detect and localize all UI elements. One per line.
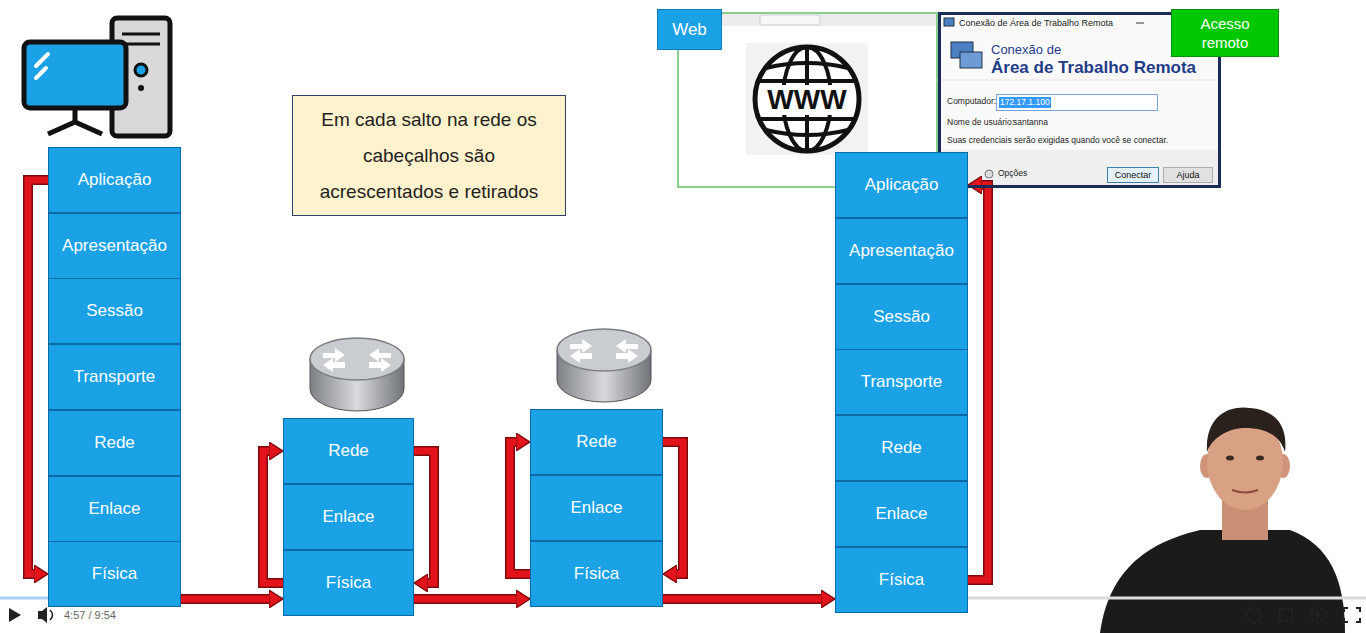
arrow-outline xyxy=(663,442,683,574)
arrow-outline xyxy=(263,451,283,583)
osi-layer-box: Sessão xyxy=(48,278,181,344)
node-text: Conexão de xyxy=(991,42,1061,58)
node-text: Física xyxy=(92,564,137,584)
node-text: Aplicação xyxy=(78,170,152,190)
node-text: Conexão de Área de Trabalho Remota xyxy=(959,18,1113,29)
button: Ajuda xyxy=(1163,167,1213,183)
button: Conectar xyxy=(1107,167,1159,183)
osi-layer-box: Física xyxy=(835,547,968,613)
node-text: 172.17.1.100 xyxy=(999,97,1051,108)
arrow-body xyxy=(968,185,988,580)
flow-arrow xyxy=(663,599,821,600)
arrow-body xyxy=(414,451,434,583)
router-icon xyxy=(310,338,404,411)
tag-label: Acesso remoto xyxy=(1171,9,1279,57)
osi-layer-box: Rede xyxy=(283,418,414,484)
arrow-outline xyxy=(181,594,269,604)
osi-layer-box: Enlace xyxy=(283,484,414,550)
node-text: Transporte xyxy=(74,367,156,387)
node-text: Física xyxy=(326,573,371,593)
arrow-outline xyxy=(663,594,821,604)
note-box: Em cada salto na rede os cabeçalhos são … xyxy=(292,95,566,216)
osi-layer-box: Física xyxy=(48,541,181,607)
osi-layer-box: Transporte xyxy=(835,349,968,415)
node-text: Rede xyxy=(94,433,135,453)
router-icon xyxy=(557,329,651,402)
arrow-outline xyxy=(414,451,434,583)
node-text: Física xyxy=(574,564,619,584)
node-text: Enlace xyxy=(89,499,141,519)
node-text: Aplicação xyxy=(865,175,939,195)
osi-layer-box: Aplicação xyxy=(48,147,181,213)
osi-layer-box: Física xyxy=(283,550,414,616)
flow-arrow xyxy=(968,185,988,580)
osi-layer-box: Física xyxy=(530,541,663,607)
node-text: Apresentação xyxy=(62,236,167,256)
video-controls xyxy=(0,598,1366,623)
arrow-outline xyxy=(968,185,988,580)
input-field: 172.17.1.100 xyxy=(996,94,1158,111)
node-text: Transporte xyxy=(861,372,943,392)
osi-layer-box: Enlace xyxy=(530,475,663,541)
node-text: Sessão xyxy=(873,307,930,327)
arrow-outline xyxy=(510,442,530,574)
arrow-body xyxy=(663,442,683,574)
osi-layer-box: Enlace xyxy=(48,476,181,542)
node-text: Física xyxy=(879,570,924,590)
node-text: Em cada salto na rede os cabeçalhos são … xyxy=(305,102,553,210)
arrow-body xyxy=(510,442,530,574)
tag-label: Web xyxy=(657,9,722,50)
osi-layer-box: Rede xyxy=(530,409,663,475)
flow-arrow xyxy=(663,442,683,574)
arrow-body xyxy=(263,451,283,583)
arrow-outline xyxy=(28,180,48,574)
node-text: Opções xyxy=(998,168,1027,178)
flow-arrow xyxy=(181,599,269,600)
flow-arrow xyxy=(510,442,530,574)
flow-arrow xyxy=(414,451,434,583)
osi-layer-box: Transporte xyxy=(48,344,181,410)
flow-arrow xyxy=(414,599,516,600)
node-text: Web xyxy=(672,20,707,40)
osi-layer-box: Rede xyxy=(835,415,968,481)
node-text: Computador: xyxy=(947,96,996,106)
node-text: Enlace xyxy=(571,498,623,518)
globe-text: WWW xyxy=(764,85,849,115)
node-text: Enlace xyxy=(876,504,928,524)
arrow-body xyxy=(414,596,516,603)
osi-layer-box: Sessão xyxy=(835,284,968,350)
flow-arrow xyxy=(263,451,283,583)
node-text: Nome de usuário: xyxy=(947,117,1014,127)
arrow-body xyxy=(28,180,48,574)
node-text: Suas credenciais serão exigidas quando v… xyxy=(947,135,1168,145)
node-text: Acesso remoto xyxy=(1186,14,1264,53)
node-text: Enlace xyxy=(323,507,375,527)
node-text: Rede xyxy=(328,441,369,461)
arrow-body xyxy=(663,596,821,603)
node-text: Sessão xyxy=(86,301,143,321)
arrow-outline xyxy=(414,594,516,604)
osi-layer-box: Apresentação xyxy=(48,213,181,279)
node-text: santanna xyxy=(1013,117,1048,127)
osi-layer-box: Rede xyxy=(48,410,181,476)
node-text: Apresentação xyxy=(849,241,954,261)
node-text: Área de Trabalho Remota xyxy=(991,58,1196,78)
node-text: Rede xyxy=(881,438,922,458)
osi-layer-box: Enlace xyxy=(835,481,968,547)
flow-arrow xyxy=(28,180,48,574)
node-text: Conectar xyxy=(1115,170,1152,180)
osi-layer-box: Aplicação xyxy=(835,152,968,218)
node-text: Ajuda xyxy=(1176,170,1199,180)
arrow-body xyxy=(181,596,269,603)
node-text: Rede xyxy=(576,432,617,452)
osi-layer-box: Apresentação xyxy=(835,218,968,284)
computer-icon xyxy=(24,18,170,136)
video-time: 4:57 / 9:54 xyxy=(64,608,116,622)
